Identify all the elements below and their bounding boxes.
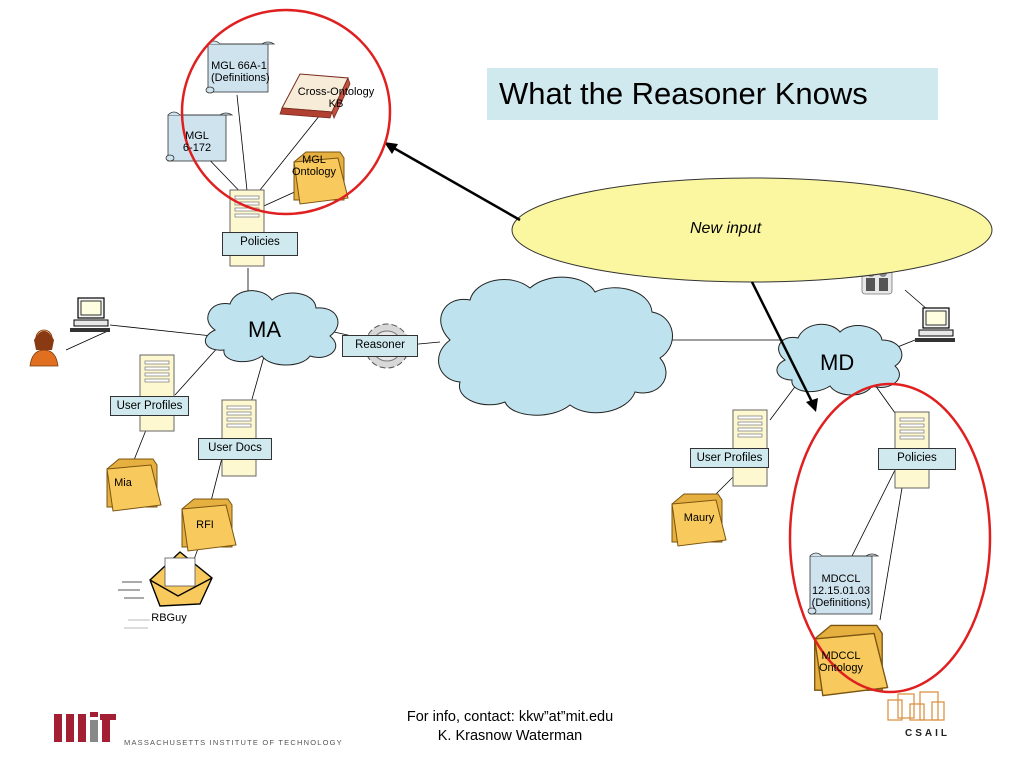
- policies-box-right: Policies: [878, 448, 956, 470]
- user-profiles-server-left: [139, 354, 175, 432]
- mdccl-doc-line3: (Definitions): [811, 597, 871, 609]
- footer-line1: For info, contact: kkw”at”mit.edu: [406, 709, 614, 725]
- mia-label: Mia: [114, 477, 132, 489]
- mgl6-document: [165, 111, 234, 162]
- arrow-to-right-circle: [750, 281, 818, 412]
- computer-icon-left: [69, 297, 111, 333]
- user-docs-box: User Docs: [198, 438, 272, 460]
- mit-name-text: MASSACHUSETTS INSTITUTE OF TECHNOLOGY: [124, 738, 343, 747]
- mgl66-doc-label: MGL 66A-1 (Definitions): [211, 60, 270, 84]
- user-profiles-box-left: User Profiles: [110, 396, 189, 416]
- knowledge-highlight-left: [180, 8, 392, 216]
- policies-box-left: Policies: [222, 232, 298, 256]
- md-cloud: [776, 323, 903, 396]
- mgl66-title: MGL 66A-1: [211, 60, 267, 72]
- rbguy-label: RBGuy: [151, 612, 187, 624]
- mgl66-subtitle: (Definitions): [211, 72, 270, 84]
- cross-ontology-line2: KB: [328, 98, 344, 110]
- book-icon: [279, 73, 351, 120]
- envelope-icon: [118, 551, 213, 629]
- mdccl-doc-line2: 12.15.01.03: [811, 585, 871, 597]
- ma-cloud: [204, 290, 339, 366]
- user-profiles-box-right: User Profiles: [690, 448, 769, 468]
- md-label: MD: [820, 350, 855, 375]
- footer-line2: K. Krasnow Waterman: [437, 728, 583, 744]
- mdccl-document: [807, 552, 880, 615]
- slide-title: What the Reasoner Knows: [499, 76, 868, 111]
- cross-ontology-label: Cross-Ontology KB: [288, 86, 384, 110]
- mgl-ontology-line2: Ontology: [291, 166, 337, 178]
- mdccl-doc-label: MDCCL 12.15.01.03 (Definitions): [808, 573, 874, 609]
- mit-logo: [54, 712, 116, 742]
- mgl-ontology-line1: MGL: [302, 154, 326, 166]
- mdccl-ontology-line1: MDCCL: [821, 650, 861, 662]
- ma-label: MA: [248, 317, 281, 342]
- reasoner-box: Reasoner: [342, 335, 418, 357]
- new-input-label: New input: [690, 220, 762, 237]
- network-cloud: [438, 276, 673, 416]
- knowledge-highlight-right: [788, 382, 992, 694]
- mgl-ontology-label: MGL Ontology: [286, 154, 342, 178]
- maury-label: Maury: [683, 512, 715, 524]
- mgl6-title: MGL: [185, 130, 209, 142]
- mgl6-subtitle: 6-172: [182, 142, 212, 154]
- mdccl-ontology-line2: Ontology: [818, 662, 864, 674]
- slide-title-box: What the Reasoner Knows: [487, 68, 938, 120]
- cross-ontology-line1: Cross-Ontology: [297, 86, 375, 98]
- mgl66-document: [205, 40, 276, 94]
- computer-icon-right: [914, 307, 956, 343]
- mgl6-doc-label: MGL 6-172: [170, 130, 224, 154]
- mdccl-doc-line1: MDCCL: [821, 573, 861, 585]
- mdccl-ontology-label: MDCCL Ontology: [810, 650, 872, 674]
- footer-contact: For info, contact: kkw”at”mit.edu K. Kra…: [330, 708, 690, 746]
- csail-text: CSAIL: [905, 728, 950, 739]
- person-icon: [29, 329, 59, 367]
- arrow-to-left-circle: [384, 142, 521, 222]
- rfi-label: RFI: [196, 519, 214, 531]
- csail-logo: [887, 691, 945, 721]
